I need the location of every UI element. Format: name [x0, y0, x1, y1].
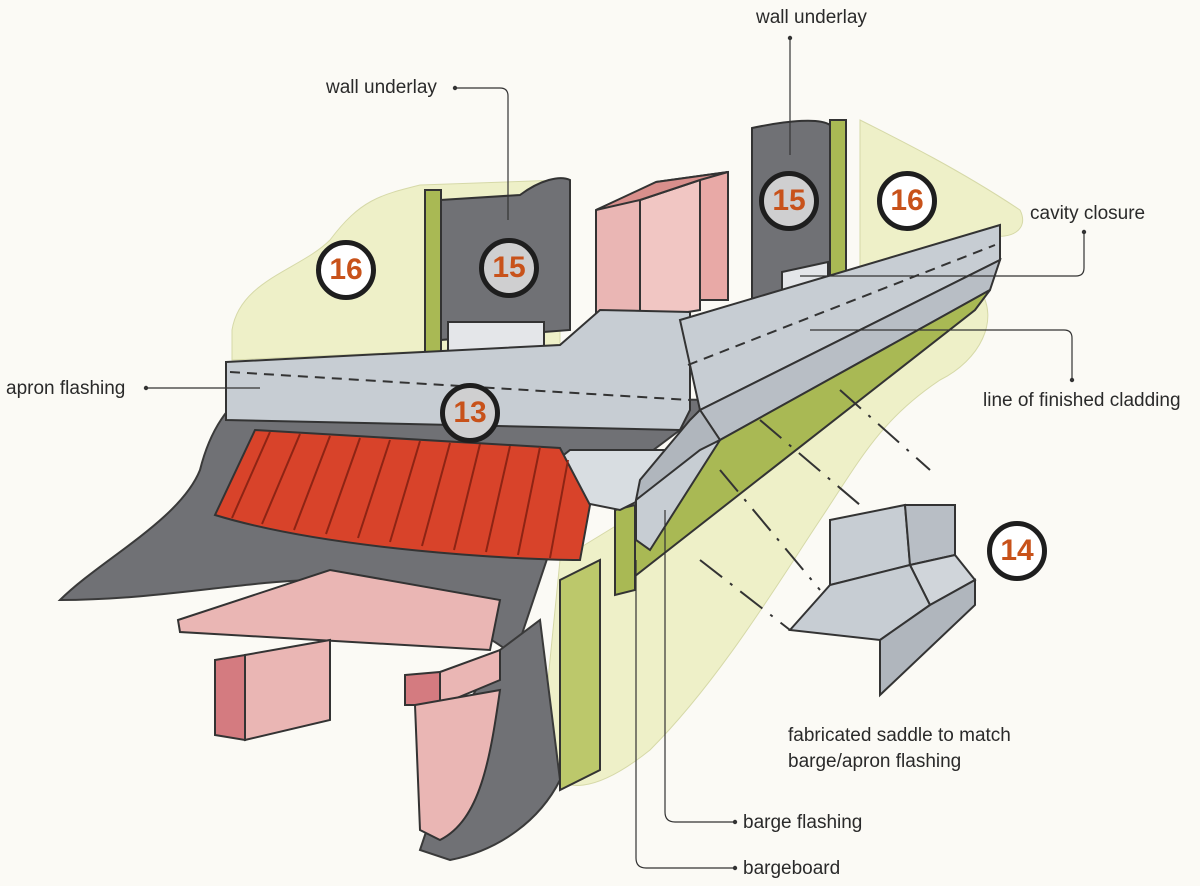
- label-bargeboard: bargeboard: [743, 858, 841, 879]
- fabricated-saddle-detail: [787, 503, 977, 698]
- badge-13: 13: [440, 383, 500, 443]
- bargeboard-lower: [559, 558, 601, 792]
- barge-dashed-line: [687, 244, 996, 366]
- barge-flashing-drop: [635, 437, 723, 552]
- left-wall-batten: [424, 189, 442, 371]
- badge-15-left: 15: [479, 238, 539, 298]
- label-wall-underlay-left: wall underlay: [326, 77, 437, 98]
- label-barge-flashing: barge flashing: [743, 812, 863, 833]
- label-apron-flashing: apron flashing: [6, 378, 126, 399]
- wall-framing-studs: [595, 170, 729, 322]
- roof-timber-framing: [176, 568, 502, 842]
- label-cavity-closure: cavity closure: [1030, 203, 1146, 224]
- leader-lines: [146, 38, 1085, 869]
- label-line-of-finished-cladding: line of finished cladding: [983, 390, 1181, 411]
- saddle-projection-lines: [699, 389, 931, 631]
- badge-16-right: 16: [877, 171, 937, 231]
- label-fabricated-saddle-line1: fabricated saddle to match: [788, 725, 1011, 746]
- badge-14: 14: [987, 521, 1047, 581]
- leader-dots: [143, 35, 1087, 871]
- label-fabricated-saddle-line2: barge/apron flashing: [788, 751, 962, 772]
- bargeboard-vertical: [614, 503, 636, 597]
- label-wall-underlay-right: wall underlay: [756, 7, 867, 28]
- corrugated-roofing: [213, 428, 592, 562]
- badge-16-left: 16: [316, 240, 376, 300]
- right-lower-cladding-area: [539, 289, 989, 786]
- badge-15-right: 15: [759, 171, 819, 231]
